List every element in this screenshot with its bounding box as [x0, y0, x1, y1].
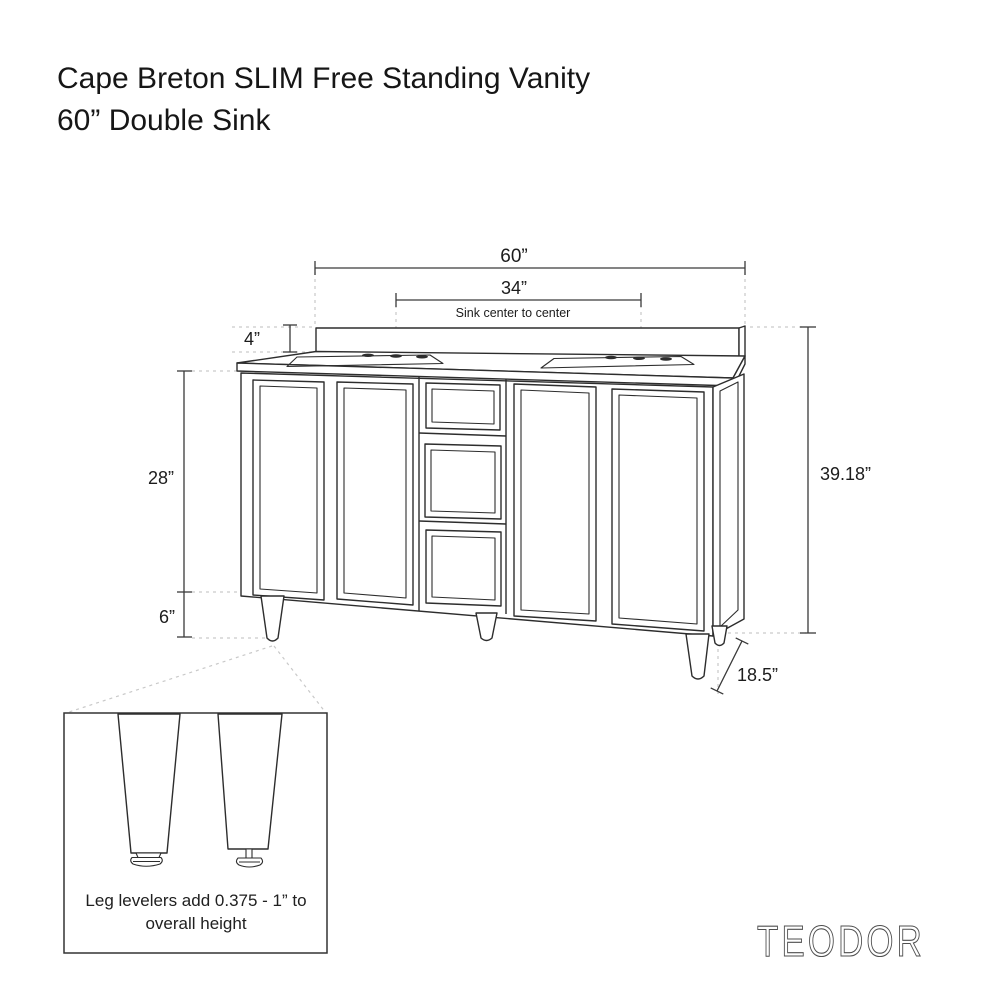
sink-left: [286, 354, 444, 368]
dimension-overall-width: 60”: [314, 246, 746, 275]
inset-leader-right: [273, 645, 327, 714]
inset-leveler-right: [235, 848, 264, 868]
drawer-3: [425, 529, 502, 607]
page-title: Cape Breton SLIM Free Standing Vanity 60…: [57, 62, 590, 137]
backsplash-height-label: 4”: [244, 329, 260, 349]
drawer-3-panel: [431, 535, 496, 601]
drawer-2: [424, 443, 502, 520]
inset-box: [63, 712, 328, 954]
door-1: [252, 379, 325, 601]
door-3-panel: [520, 389, 590, 615]
inset-leveler-left: [130, 852, 163, 867]
drawer-2-panel: [430, 449, 496, 514]
door-2: [336, 381, 414, 606]
faucet-holes-left: [362, 353, 428, 359]
inset-leader-left: [65, 645, 273, 714]
sink-right: [540, 355, 695, 369]
dimension-overall-height: 39.18”: [800, 326, 871, 634]
cabinet-front: [240, 372, 714, 637]
door-2-panel: [343, 387, 407, 599]
inset-leg-left: [117, 713, 181, 854]
drawer-1: [425, 382, 501, 431]
drawer-column-frame: [418, 376, 507, 614]
drawer-1-panel: [431, 388, 495, 425]
cabinet-side-panel: [719, 381, 739, 628]
title-line-1: Cape Breton SLIM Free Standing Vanity: [57, 62, 590, 95]
sink-spacing-note: Sink center to center: [456, 306, 571, 320]
leg-front-left: [260, 595, 285, 642]
dimension-leg-height: 6”: [159, 592, 192, 638]
depth-label: 18.5”: [737, 665, 778, 685]
vanity-drawing: [236, 325, 746, 680]
dimension-sink-spacing: 34” Sink center to center: [395, 278, 642, 320]
leg-back-right: [711, 625, 728, 647]
dimension-backsplash-height: 4”: [244, 324, 297, 353]
inset-note-line-2: overall height: [145, 914, 246, 933]
door-3: [513, 383, 597, 622]
door-4-panel: [618, 394, 698, 625]
dimension-cabinet-height: 28”: [148, 370, 192, 593]
leg-front-right: [685, 633, 710, 680]
title-line-2: 60” Double Sink: [57, 104, 271, 137]
leg-front-middle: [475, 612, 498, 642]
overall-width-label: 60”: [500, 246, 527, 267]
inset-leg-right: [217, 713, 283, 850]
brand-logo: TEODOR: [757, 917, 925, 966]
door-4: [611, 388, 705, 632]
cabinet-side: [712, 373, 745, 637]
leg-height-label: 6”: [159, 607, 175, 627]
faucet-holes-right: [605, 355, 672, 361]
dimension-depth: 18.5”: [710, 637, 778, 695]
leg-detail-inset: Leg levelers add 0.375 - 1” to overall h…: [63, 712, 328, 954]
cabinet-height-label: 28”: [148, 468, 174, 488]
sink-spacing-label: 34”: [501, 278, 527, 298]
inset-note-line-1: Leg levelers add 0.375 - 1” to: [85, 891, 306, 910]
overall-height-label: 39.18”: [820, 464, 871, 484]
door-1-panel: [259, 385, 318, 594]
